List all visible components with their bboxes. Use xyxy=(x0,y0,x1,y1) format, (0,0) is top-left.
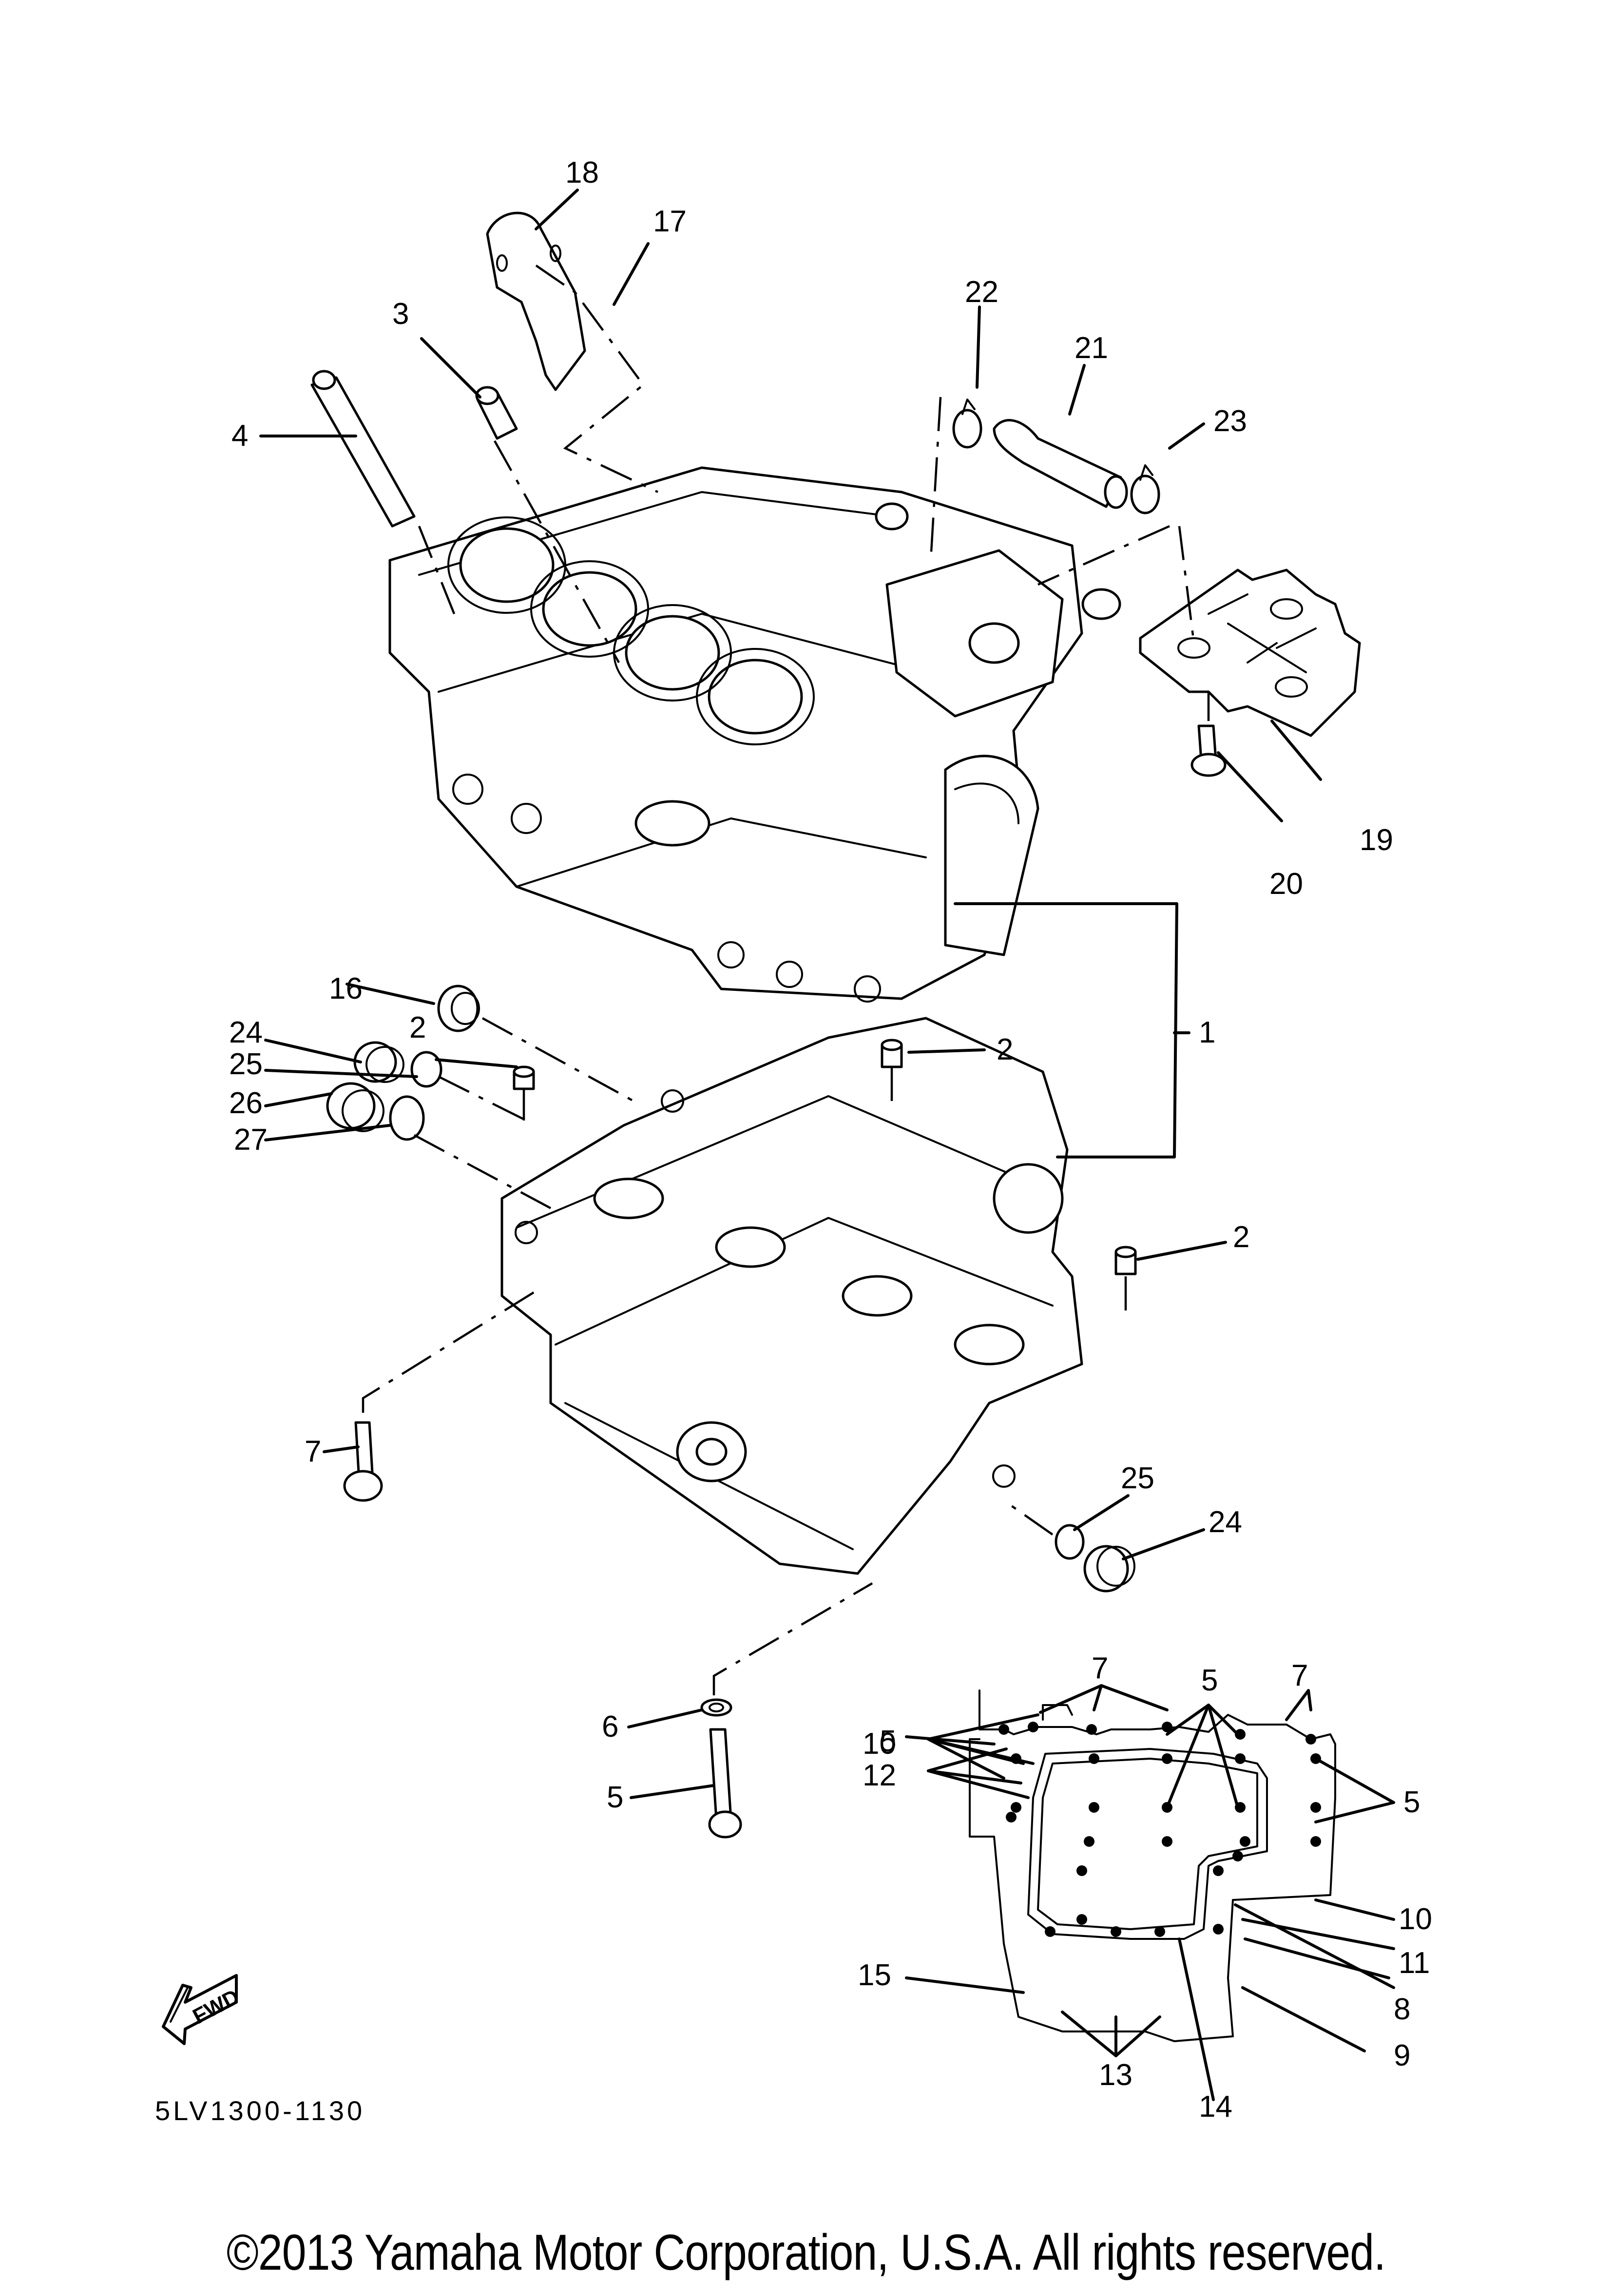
part-21-hose xyxy=(993,419,1128,509)
part-2-dowel-right xyxy=(1114,1246,1137,1275)
part-19-plate xyxy=(1139,569,1361,737)
callout-7: 7 xyxy=(305,1435,321,1468)
callout-17: 17 xyxy=(653,205,687,238)
bolt-hole-dot xyxy=(1310,1802,1321,1813)
bolt-hole-dot xyxy=(1235,1753,1246,1764)
callout-26: 26 xyxy=(229,1086,263,1120)
callout-22: 22 xyxy=(965,275,998,309)
bolt-hole-dot xyxy=(1310,1836,1321,1847)
part-27-oring xyxy=(389,1095,425,1141)
callout-labels-main: 18 17 22 21 23 3 4 19 20 16 2 1 24 2 25 … xyxy=(229,156,1393,1814)
inset-callout-12: 12 xyxy=(863,1759,896,1792)
part-24-plug-left xyxy=(353,1041,404,1083)
inset-bolt-dots xyxy=(998,1722,1321,1937)
inset-callout-7-right: 7 xyxy=(1291,1659,1308,1692)
callout-25-left: 25 xyxy=(229,1047,263,1081)
bolt-hole-dot xyxy=(1240,1836,1250,1847)
callout-5: 5 xyxy=(607,1781,623,1814)
part-25-oring-left xyxy=(410,1051,442,1088)
bolt-hole-dot xyxy=(998,1724,1009,1735)
upper-crankcase xyxy=(388,466,1121,1003)
callout-18: 18 xyxy=(565,156,599,190)
inset-callout-15: 15 xyxy=(858,1958,891,1992)
part-2-dowel-left xyxy=(513,1065,535,1090)
callout-16: 16 xyxy=(329,972,363,1006)
lower-crankcase xyxy=(500,1017,1083,1575)
callout-2-top: 2 xyxy=(997,1033,1013,1066)
inset-callout-14: 14 xyxy=(1199,2090,1232,2124)
callout-23: 23 xyxy=(1213,404,1247,438)
bolt-hole-dot xyxy=(1213,1924,1224,1935)
bolt-hole-dot xyxy=(1154,1926,1165,1937)
callout-27: 27 xyxy=(234,1123,268,1157)
part-7-bolt xyxy=(343,1421,383,1502)
callout-24-left: 24 xyxy=(229,1016,263,1049)
inset-bolt-pattern xyxy=(969,1689,1336,2042)
part-26-plug xyxy=(326,1082,384,1132)
callout-3: 3 xyxy=(392,297,409,331)
part-17-cover xyxy=(486,211,586,391)
callout-4: 4 xyxy=(231,419,248,453)
part-24-plug-right xyxy=(1083,1545,1135,1593)
bolt-hole-dot xyxy=(1305,1734,1316,1745)
bolt-hole-dot xyxy=(1084,1836,1094,1847)
inset-callout-5-left: 5 xyxy=(880,1725,896,1758)
leader-lines xyxy=(259,189,1322,1799)
inset-callout-8: 8 xyxy=(1394,1992,1410,2026)
bolt-hole-dot xyxy=(1006,1812,1017,1822)
bolt-hole-dot xyxy=(1111,1926,1121,1937)
inset-callout-7-left: 7 xyxy=(1092,1651,1108,1685)
part-23-clamp xyxy=(1130,464,1160,514)
bolt-hole-dot xyxy=(1213,1865,1224,1876)
inset-callout-9: 9 xyxy=(1394,2039,1410,2072)
assembly-lines xyxy=(362,265,1210,1695)
callout-2-left: 2 xyxy=(409,1011,426,1044)
callout-25-right: 25 xyxy=(1121,1461,1154,1495)
bolt-hole-dot xyxy=(1162,1753,1172,1764)
bolt-hole-dot xyxy=(1028,1722,1038,1732)
callout-6: 6 xyxy=(602,1710,618,1744)
part-25-oring-right xyxy=(1055,1524,1085,1560)
inset-leader-lines xyxy=(905,1684,1395,2101)
part-2-dowel-top xyxy=(881,1039,903,1068)
bolt-hole-dot xyxy=(1235,1729,1246,1740)
callout-2-right: 2 xyxy=(1233,1220,1249,1254)
part-6-washer xyxy=(700,1698,732,1717)
fwd-label: FWD xyxy=(189,1985,243,2029)
diagram-code: 5LV1300-1130 xyxy=(155,2095,365,2126)
bolt-hole-dot xyxy=(1162,1722,1172,1732)
bracket-part-1 xyxy=(954,902,1178,1158)
callout-1: 1 xyxy=(1199,1016,1215,1049)
inset-callout-5-top: 5 xyxy=(1201,1664,1218,1697)
part-20-screw xyxy=(1190,724,1227,777)
part-4-stud xyxy=(310,370,416,528)
fwd-arrow-icon: FWD xyxy=(162,1974,243,2045)
callout-24-right: 24 xyxy=(1209,1505,1242,1539)
bolt-hole-dot xyxy=(1086,1724,1097,1735)
bolt-hole-dot xyxy=(1162,1836,1172,1847)
copyright-notice: ©2013 Yamaha Motor Corporation, U.S.A. A… xyxy=(226,2224,1386,2281)
bolt-hole-dot xyxy=(1089,1802,1099,1813)
part-3-dowel xyxy=(475,386,518,440)
inset-callout-10-right: 10 xyxy=(1399,1902,1432,1936)
part-5-bolt xyxy=(708,1728,742,1839)
bolt-hole-dot xyxy=(1232,1851,1243,1861)
bolt-hole-dot xyxy=(1045,1926,1055,1937)
bolt-hole-dot xyxy=(1076,1865,1087,1876)
callout-19: 19 xyxy=(1360,823,1393,857)
callout-21: 21 xyxy=(1075,331,1108,365)
bolt-hole-dot xyxy=(1089,1753,1099,1764)
bolt-hole-dot xyxy=(1076,1914,1087,1925)
bolt-hole-dot xyxy=(1011,1802,1021,1813)
inset-callout-10-top: 10 xyxy=(863,1727,896,1761)
inset-callout-13: 13 xyxy=(1099,2058,1132,2092)
inset-callout-11: 11 xyxy=(1399,1946,1430,1980)
part-22-clamp xyxy=(952,398,982,449)
part-16-plug xyxy=(437,985,480,1032)
callout-labels-inset: 7 5 7 10 5 5 12 10 11 15 8 9 13 14 xyxy=(858,1651,1432,2124)
inset-callout-5-right: 5 xyxy=(1403,1785,1420,1819)
callout-20: 20 xyxy=(1269,867,1303,901)
